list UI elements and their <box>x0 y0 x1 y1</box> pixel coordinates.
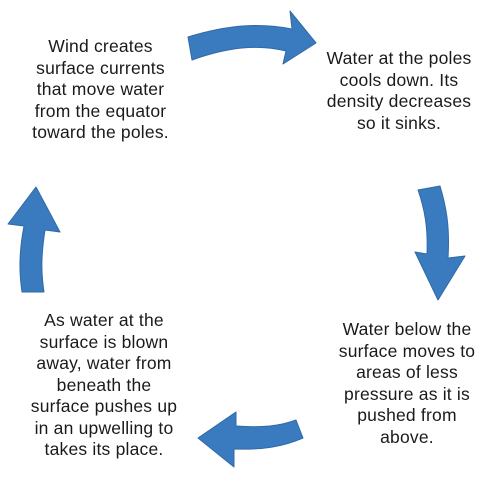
step-water-moves-below: Water below the surface moves to areas o… <box>338 319 476 447</box>
arrow-right <box>414 185 466 301</box>
arrow-left <box>7 186 61 293</box>
arrow-top <box>187 10 317 65</box>
step-water-cools-sinks: Water at the poles cools down. Its densi… <box>326 48 472 133</box>
step-upwelling: As water at the surface is blown away, w… <box>30 310 178 459</box>
arrow-bottom <box>197 411 304 468</box>
step-wind-surface-currents: Wind creates surface currents that move … <box>32 36 169 142</box>
